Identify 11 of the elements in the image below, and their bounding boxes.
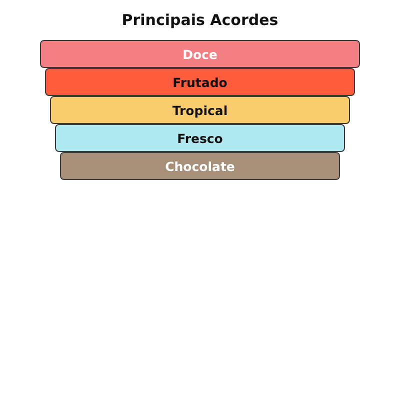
accord-band (60, 152, 340, 180)
diagram-title: Principais Acordes (122, 11, 278, 29)
band-label: Doce (182, 46, 218, 62)
band-label: Frutado (172, 74, 228, 90)
accord-band (40, 40, 360, 68)
band-label: Chocolate (165, 158, 235, 174)
accord-band (55, 124, 345, 152)
band-label: Tropical (172, 102, 228, 118)
accord-band (50, 96, 350, 124)
accord-band (45, 68, 355, 96)
band-label: Fresco (177, 130, 223, 146)
